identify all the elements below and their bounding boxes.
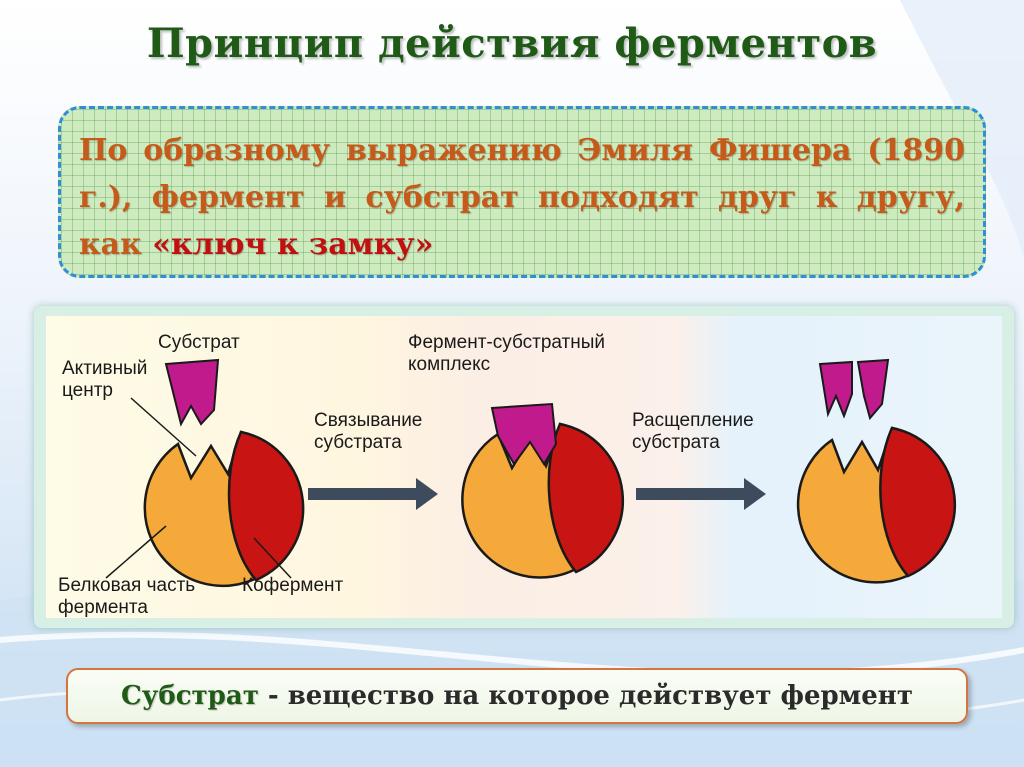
label-complex-1: Фермент-субстратный	[408, 332, 605, 353]
label-protein-part-2: фермента	[58, 597, 148, 618]
label-active-center-2: центр	[62, 380, 113, 401]
label-cleavage-2: субстрата	[632, 432, 720, 453]
enzyme-2	[461, 402, 625, 579]
label-substrate: Субстрат	[158, 332, 240, 353]
label-active-center-1: Активный	[62, 358, 147, 379]
label-binding-2: субстрата	[314, 432, 402, 453]
substrate-fragment-left	[818, 360, 853, 419]
enzyme-2-substrate	[490, 402, 558, 466]
definition-term: Субстрат	[121, 681, 259, 711]
diagram-frame: Субстрат Активный центр Белковая часть ф…	[34, 306, 1014, 628]
quote-body: По образному выражению Эмиля Фишера (189…	[79, 133, 965, 262]
enzyme-1-substrate	[164, 358, 220, 427]
label-protein-part-1: Белковая часть	[58, 575, 195, 596]
enzyme-1	[143, 358, 305, 588]
pointer-protein-part	[105, 525, 167, 579]
quote-text: По образному выражению Эмиля Фишера (189…	[79, 127, 965, 268]
enzyme-3	[796, 358, 957, 584]
enzyme-2-coenzyme	[547, 422, 625, 574]
enzyme-diagram: Субстрат Активный центр Белковая часть ф…	[46, 316, 1002, 618]
label-coenzyme: Кофермент	[242, 575, 344, 596]
label-complex-2: комплекс	[408, 354, 490, 375]
arrow-binding	[308, 478, 438, 510]
pointer-coenzyme	[253, 537, 292, 579]
pointer-active-center	[130, 397, 197, 457]
arrow-cleavage	[636, 478, 766, 510]
definition-box: Субстрат - вещество на которое действует…	[66, 668, 968, 724]
enzyme-1-coenzyme	[227, 430, 305, 582]
definition-text: - вещество на которое действует фермент	[258, 681, 913, 711]
quote-box: По образному выражению Эмиля Фишера (189…	[58, 106, 986, 278]
label-binding-1: Связывание	[314, 410, 422, 431]
quote-highlight: «ключ к замку»	[152, 227, 434, 262]
page-title: Принцип действия ферментов	[146, 20, 878, 67]
label-cleavage-1: Расщепление	[632, 410, 754, 431]
substrate-fragment-right	[856, 358, 890, 421]
enzyme-3-coenzyme	[879, 426, 957, 578]
